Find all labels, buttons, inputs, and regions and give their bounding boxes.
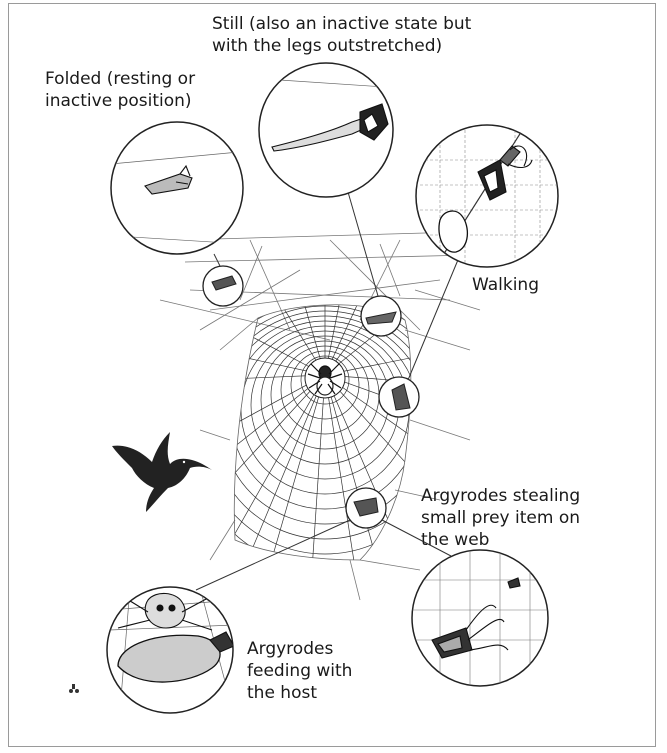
footprint-mark bbox=[69, 684, 79, 693]
host-spider bbox=[305, 358, 345, 398]
circle-walking bbox=[410, 118, 560, 270]
hummingbird-silhouette bbox=[112, 432, 212, 512]
circle-still bbox=[250, 63, 400, 197]
small-circles bbox=[203, 266, 419, 528]
circle-stealing bbox=[410, 550, 550, 690]
circle-feeding bbox=[107, 587, 235, 713]
label-still: Still (also an inactive state but with t… bbox=[212, 13, 471, 57]
label-feeding: Argyrodes feeding with the host bbox=[247, 638, 352, 704]
label-folded: Folded (resting or inactive position) bbox=[45, 68, 195, 112]
label-stealing: Argyrodes stealing small prey item on th… bbox=[421, 485, 580, 551]
label-walking: Walking bbox=[472, 274, 539, 296]
circle-folded bbox=[100, 122, 260, 254]
